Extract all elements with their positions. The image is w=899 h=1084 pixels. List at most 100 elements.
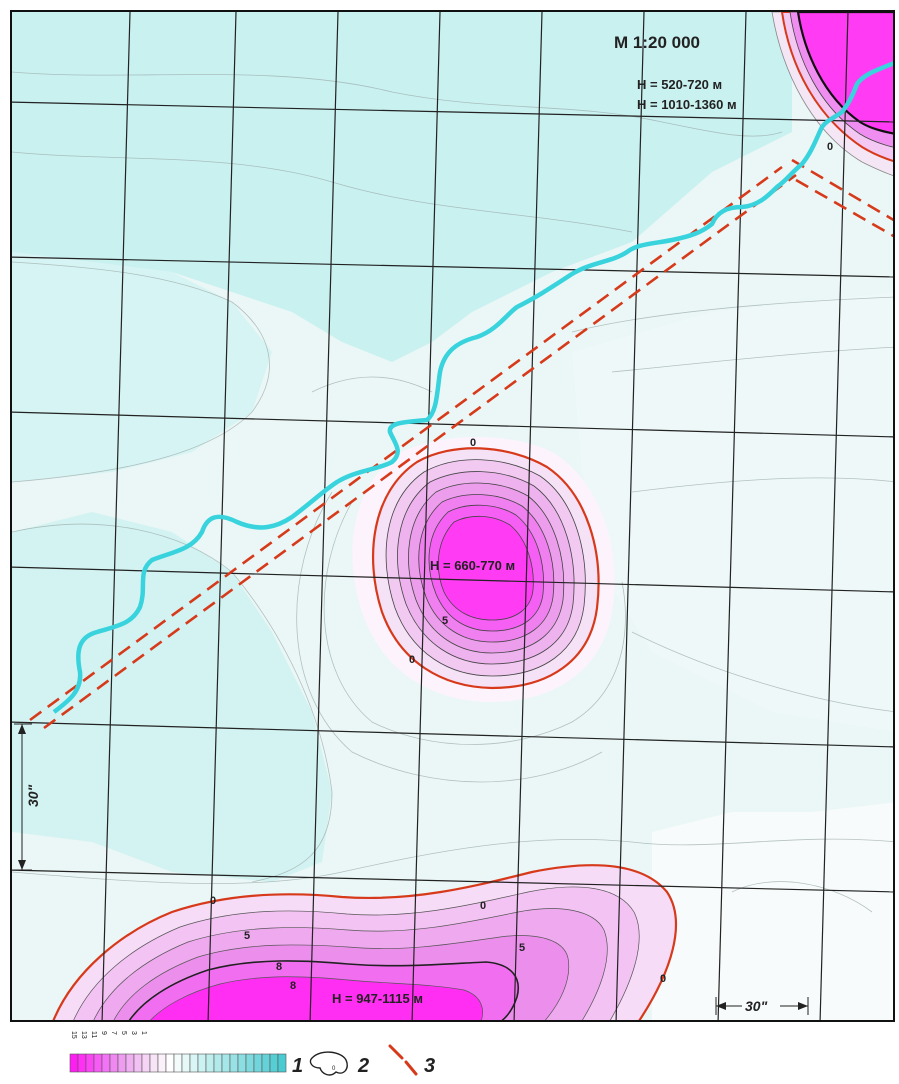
legend-swatch (245, 1053, 255, 1073)
south-core (150, 976, 483, 1020)
height-label-northeast: H = 1010-1360 м (637, 97, 737, 112)
grid-line (411, 12, 441, 1020)
legend-swatch (213, 1053, 223, 1073)
central-anomaly (352, 437, 615, 702)
legend-label-2: 2 (357, 1055, 369, 1077)
faint-contour (296, 491, 603, 783)
river (52, 61, 893, 714)
legend-swatch (101, 1053, 111, 1073)
legend-swatch (77, 1053, 87, 1073)
contour-label: 8 (290, 980, 296, 992)
legend-swatch (85, 1053, 95, 1073)
legend-scale-values: 15 13 11 9 7 5 3 1 (70, 1031, 147, 1039)
legend-fault-icon (404, 1060, 418, 1076)
fault-zone (29, 158, 893, 730)
faint-contour (311, 376, 433, 393)
legend-swatch (253, 1053, 263, 1073)
grid-line (12, 101, 893, 123)
contour-label: 5 (442, 615, 448, 627)
contour-label: 5 (519, 942, 525, 954)
legend-swatch (69, 1053, 79, 1073)
white-zone-southeast (652, 802, 893, 1020)
legend-scale-value: 5 (120, 1031, 127, 1035)
legend-swatch (205, 1053, 215, 1073)
legend-scale-value: 7 (110, 1031, 117, 1035)
contour-label: 0 (660, 973, 666, 985)
contour-label: 0 (480, 900, 486, 912)
fault-line (795, 178, 893, 238)
legend-swatch (93, 1053, 103, 1073)
grid-line (615, 12, 645, 1020)
legend-swatch (157, 1053, 167, 1073)
legend-swatch (181, 1053, 191, 1073)
faint-contour (12, 523, 333, 883)
scale-bar-arrow-left (716, 1002, 726, 1010)
legend-scale-value: 15 (70, 1031, 77, 1039)
side-scale-arrow-down (18, 860, 26, 870)
grid-line (309, 12, 339, 1020)
faint-contour (571, 296, 893, 333)
legend-swatch (269, 1053, 279, 1073)
legend: 15 13 11 9 7 5 3 1 1 (69, 1031, 435, 1077)
anomaly-core (437, 515, 534, 621)
ne-contour-bold (796, 12, 893, 135)
legend-swatch (237, 1053, 247, 1073)
background-zones (12, 12, 893, 1020)
legend-swatch (189, 1053, 199, 1073)
contour-label: 0 (827, 141, 833, 153)
low-zone-west (12, 512, 332, 882)
side-scale-label: 30" (25, 784, 41, 807)
scale-bar-label-bg (742, 997, 780, 1014)
legend-swatch (109, 1053, 119, 1073)
scale-bar-arrow-right (798, 1002, 808, 1010)
grid-line (12, 411, 893, 438)
coordinate-grid (12, 12, 893, 1020)
legend-swatch (165, 1053, 175, 1073)
grid-line (12, 869, 893, 893)
contour-label: 0 (210, 895, 216, 907)
fault-line (29, 165, 783, 722)
legend-fault-icon (388, 1044, 404, 1060)
faint-contour (631, 631, 893, 712)
legend-swatch (125, 1053, 135, 1073)
height-label-north: H = 520-720 м (637, 77, 722, 92)
legend-contour-icon-value: 0 (332, 1066, 336, 1072)
legend-swatch (229, 1053, 239, 1073)
side-scale: 30" (14, 723, 41, 871)
legend-color-bar (69, 1053, 287, 1073)
grid-line (717, 12, 747, 1020)
northeast-anomaly (771, 12, 893, 176)
map-scale-label: M 1:20 000 (614, 33, 700, 52)
faint-contour (731, 881, 873, 913)
height-label-south: H = 947-1115 м (332, 991, 423, 1006)
faint-contour (12, 151, 633, 233)
legend-scale-value: 11 (90, 1031, 97, 1038)
legend-swatch (277, 1053, 287, 1073)
legend-scale-value: 9 (100, 1031, 107, 1035)
fault-line (791, 158, 893, 222)
faint-contour (323, 501, 626, 745)
legend-swatch (133, 1053, 143, 1073)
grid-line (101, 12, 131, 1020)
contour-labels: 0 5 0 0 5 8 0 8 5 0 0 (210, 141, 833, 992)
grid-line (12, 721, 893, 748)
contour-label: 5 (244, 930, 250, 942)
map-canvas[interactable]: 0 5 0 0 5 8 0 8 5 0 0 M 1:20 000 H = 520… (12, 12, 895, 1022)
scale-bar-label: 30" (745, 998, 768, 1014)
legend-scale-value: 13 (80, 1031, 87, 1039)
map-frame[interactable]: 0 5 0 0 5 8 0 8 5 0 0 M 1:20 000 H = 520… (10, 10, 895, 1022)
faint-contour (12, 71, 783, 137)
contour-label: 8 (276, 961, 282, 973)
grid-line (12, 256, 893, 278)
faint-contour (12, 838, 893, 884)
legend-scale-value: 1 (140, 1031, 147, 1035)
south-anomaly (52, 864, 678, 1020)
faint-contour (631, 477, 893, 493)
faint-contour (611, 346, 893, 373)
low-zone-north (12, 12, 792, 362)
legend-label-3: 3 (424, 1055, 435, 1077)
legend-scale-value: 3 (130, 1031, 137, 1035)
pale-zone-east (572, 292, 893, 732)
contour-label: 0 (470, 437, 476, 449)
legend-swatch (221, 1053, 231, 1073)
